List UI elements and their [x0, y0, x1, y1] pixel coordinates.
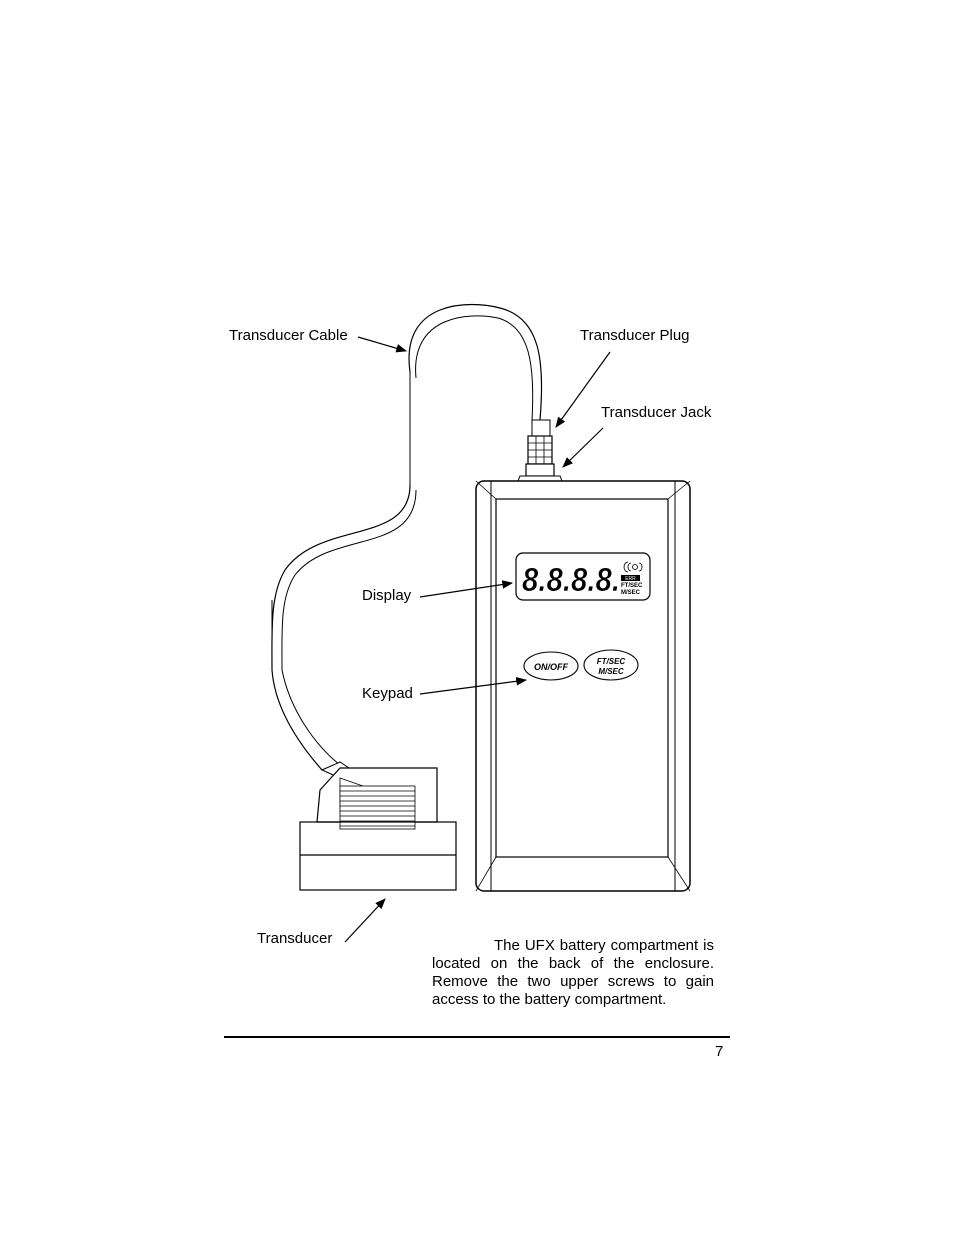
arrow-display — [419, 580, 514, 598]
units-key-line1: FT/SEC — [597, 657, 626, 666]
transducer-jack — [517, 463, 563, 482]
onoff-key-label: ON/OFF — [534, 662, 568, 672]
battery-note: The UFX battery compartment is located o… — [432, 937, 714, 1009]
label-keypad: Keypad — [362, 685, 413, 702]
transducer-cable — [271, 303, 543, 771]
transducer-body — [299, 761, 457, 891]
signal-icon — [623, 561, 643, 573]
leader-arrows — [344, 336, 611, 943]
indicator-err: ERR — [625, 576, 636, 582]
label-transducer-jack: Transducer Jack — [601, 404, 712, 421]
keypad: ON/OFF FT/SEC M/SEC — [523, 649, 639, 681]
units-key-line2: M/SEC — [598, 667, 624, 676]
units-key[interactable]: FT/SEC M/SEC — [583, 649, 639, 681]
label-transducer: Transducer — [257, 930, 333, 947]
label-display: Display — [362, 587, 412, 604]
battery-note-text: The UFX battery compartment is located o… — [432, 937, 714, 1008]
display-digits: 8.8.8.8. — [522, 561, 620, 598]
arrow-transducer-plug — [555, 351, 611, 428]
transducer-plug — [527, 419, 553, 465]
footer-rule — [224, 1036, 730, 1038]
meter-enclosure — [475, 480, 691, 892]
arrow-keypad — [419, 676, 528, 695]
label-transducer-cable: Transducer Cable — [229, 327, 348, 344]
arrow-transducer-jack — [562, 427, 604, 468]
arrow-transducer — [344, 898, 386, 943]
indicator-ftsec: FT/SEC — [621, 583, 643, 589]
lcd-display: 8.8.8.8. ERR FT/SEC M/SEC — [515, 552, 651, 601]
page-number: 7 — [715, 1043, 724, 1060]
label-transducer-plug: Transducer Plug — [580, 327, 690, 344]
arrow-transducer-cable — [357, 336, 408, 353]
indicator-msec: M/SEC — [621, 590, 641, 596]
onoff-key[interactable]: ON/OFF — [523, 651, 579, 681]
